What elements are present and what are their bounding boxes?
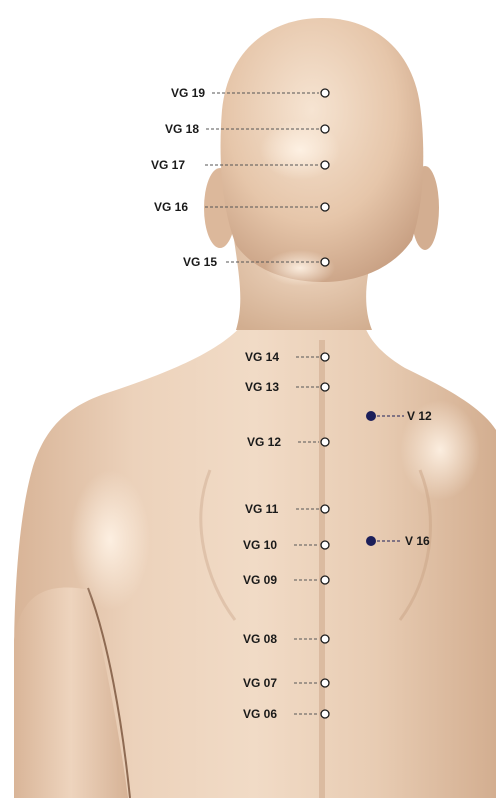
point-label: VG 19: [171, 86, 205, 100]
point-label: VG 10: [243, 538, 277, 552]
open-point-marker: [321, 161, 329, 169]
open-point-marker: [321, 576, 329, 584]
point-label: VG 09: [243, 573, 277, 587]
point-label: VG 14: [245, 350, 279, 364]
open-point-marker: [321, 710, 329, 718]
point-label: VG 07: [243, 676, 277, 690]
open-point-marker: [321, 258, 329, 266]
open-point-marker: [321, 203, 329, 211]
open-point-marker: [321, 541, 329, 549]
point-label: VG 12: [247, 435, 281, 449]
point-label: VG 18: [165, 122, 199, 136]
point-label: VG 11: [245, 502, 279, 516]
open-point-marker: [321, 125, 329, 133]
point-label: VG 08: [243, 632, 277, 646]
point-label: V 12: [407, 409, 432, 423]
point-label: VG 15: [183, 255, 217, 269]
open-point-marker: [321, 438, 329, 446]
open-point-marker: [321, 505, 329, 513]
point-label: V 16: [405, 534, 430, 548]
point-label: VG 16: [154, 200, 188, 214]
point-label: VG 17: [151, 158, 185, 172]
filled-point-marker: [367, 537, 376, 546]
open-point-marker: [321, 89, 329, 97]
open-point-marker: [321, 635, 329, 643]
filled-point-marker: [367, 412, 376, 421]
point-label: VG 06: [243, 707, 277, 721]
open-point-marker: [321, 353, 329, 361]
open-point-marker: [321, 679, 329, 687]
point-label: VG 13: [245, 380, 279, 394]
open-point-marker: [321, 383, 329, 391]
